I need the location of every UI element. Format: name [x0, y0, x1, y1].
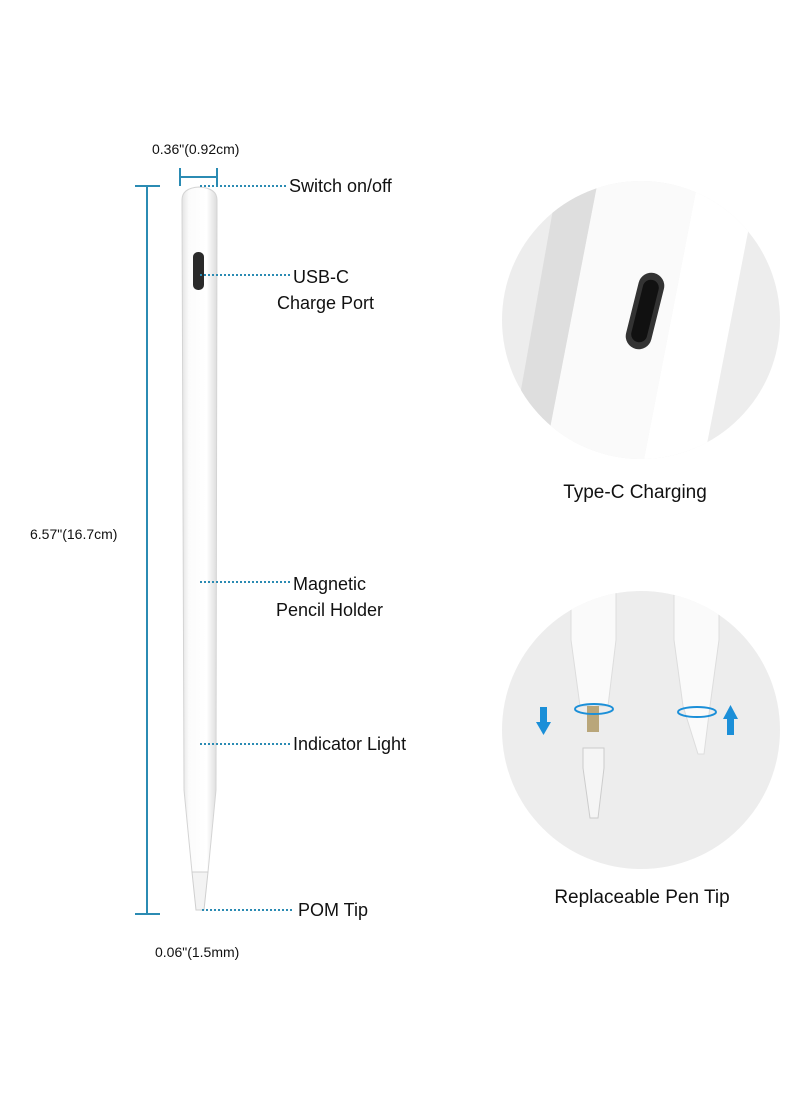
- stylus-pen: [181, 186, 218, 911]
- charging-caption: Type-C Charging: [563, 482, 707, 503]
- magnetic-callout-line1: Magnetic: [293, 574, 367, 594]
- switch-callout: Switch on/off: [289, 176, 392, 196]
- usb-c-port: [193, 252, 204, 290]
- callout-leaders: [200, 185, 294, 911]
- length-dimension-line: [135, 185, 160, 915]
- diameter-label: 0.36"(0.92cm): [152, 141, 240, 157]
- magnetic-callout-line2: Pencil Holder: [276, 600, 384, 620]
- charging-detail-circle: [502, 181, 780, 459]
- tip-detail-circle: [502, 591, 780, 869]
- up-arrow-icon: [723, 705, 738, 735]
- indicator-callout: Indicator Light: [293, 734, 407, 754]
- usb-callout-line2: Charge Port: [277, 293, 375, 313]
- diameter-dimension-line: [179, 168, 218, 186]
- tip-caption: Replaceable Pen Tip: [554, 887, 730, 908]
- length-label: 6.57"(16.7cm): [30, 526, 118, 542]
- down-arrow-icon: [536, 707, 551, 735]
- usb-callout-line1: USB-C: [293, 267, 350, 287]
- tip-size-label: 0.06"(1.5mm): [155, 944, 240, 960]
- tip-callout: POM Tip: [298, 900, 369, 920]
